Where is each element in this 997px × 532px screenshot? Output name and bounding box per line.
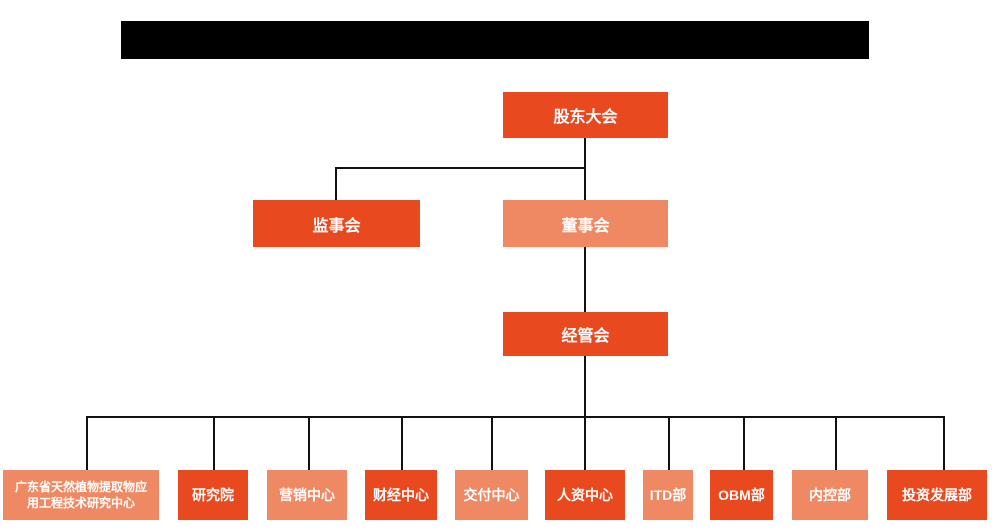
connector-line	[668, 416, 670, 470]
connector-line	[584, 356, 586, 417]
org-node-label: 董事会	[561, 217, 610, 235]
connector-line	[86, 416, 88, 470]
org-node-label: 股东大会	[553, 109, 618, 126]
connector-line	[213, 416, 215, 470]
org-node-research-center: 广东省天然植物提取物应 用工程技术研究中心	[3, 470, 159, 520]
org-node-label: 营销中心	[279, 487, 335, 503]
connector-line	[584, 416, 586, 470]
org-node-itd-dept: ITD部	[643, 470, 693, 520]
org-node-label: 内控部	[809, 487, 851, 503]
org-node-finance-center: 财经中心	[365, 470, 437, 520]
org-node-label: 人资中心	[557, 487, 613, 503]
org-node-investment-development-dept: 投资发展部	[887, 470, 987, 520]
connector-line	[401, 416, 403, 470]
org-node-research-institute: 研究院	[178, 470, 248, 520]
org-node-label: ITD部	[649, 487, 687, 503]
org-node-label: 交付中心	[463, 487, 520, 503]
org-node-label: OBM部	[718, 487, 765, 503]
org-node-label: 监事会	[312, 217, 361, 235]
org-node-label: 财经中心	[373, 487, 429, 503]
org-node-shareholders: 股东大会	[503, 92, 668, 138]
org-node-supervisory-board: 监事会	[253, 200, 420, 247]
connector-line	[584, 138, 586, 200]
org-node-board-of-directors: 董事会	[503, 200, 668, 247]
redacted-title-bar	[121, 21, 869, 59]
connector-line	[335, 167, 337, 200]
connector-line	[335, 167, 586, 169]
connector-line	[943, 416, 945, 470]
connector-line	[491, 416, 493, 470]
org-node-delivery-center: 交付中心	[455, 470, 528, 520]
org-node-label: 研究院	[192, 487, 234, 503]
org-node-internal-control-dept: 内控部	[792, 470, 868, 520]
connector-line	[835, 416, 837, 470]
org-node-hr-center: 人资中心	[545, 470, 625, 520]
connector-line	[308, 416, 310, 470]
connector-line	[584, 247, 586, 312]
connector-line	[743, 416, 745, 470]
org-node-management-committee: 经管会	[503, 312, 668, 356]
org-node-marketing-center: 营销中心	[267, 470, 347, 520]
org-node-label: 广东省天然植物提取物应 用工程技术研究中心	[14, 479, 147, 510]
org-node-obm-dept: OBM部	[710, 470, 773, 520]
org-node-label: 投资发展部	[902, 487, 972, 503]
connector-line	[86, 416, 945, 418]
org-node-label: 经管会	[561, 328, 610, 345]
